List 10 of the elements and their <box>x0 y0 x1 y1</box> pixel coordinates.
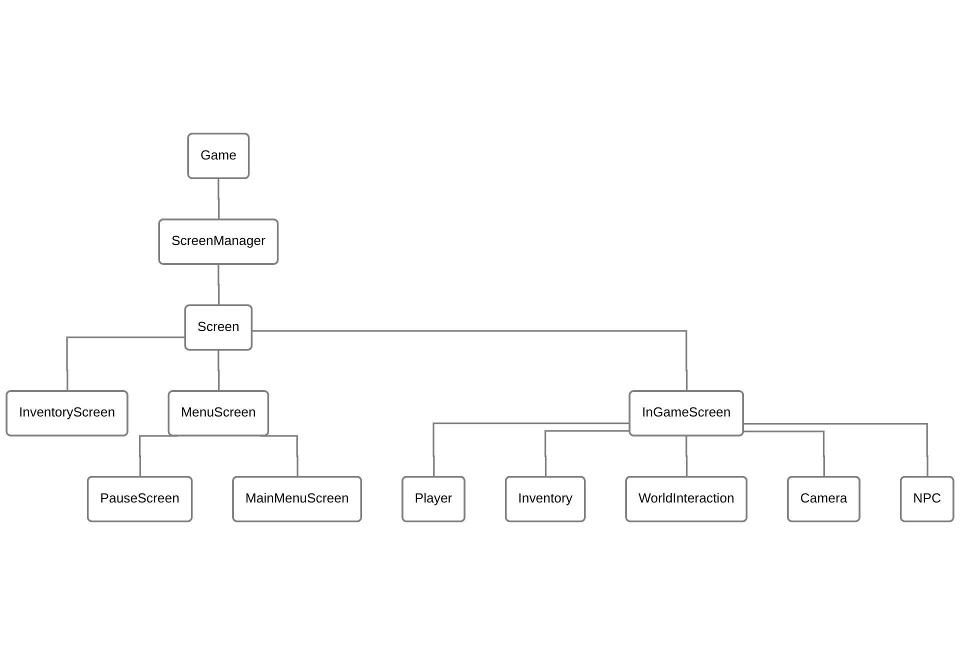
connector <box>744 430 825 478</box>
connector <box>218 264 220 306</box>
connector <box>432 422 630 478</box>
connector <box>744 422 928 478</box>
connector <box>252 330 688 392</box>
connector <box>686 435 688 478</box>
connector <box>218 349 220 392</box>
connector <box>218 178 220 220</box>
connector <box>66 336 186 392</box>
connector <box>544 430 630 478</box>
